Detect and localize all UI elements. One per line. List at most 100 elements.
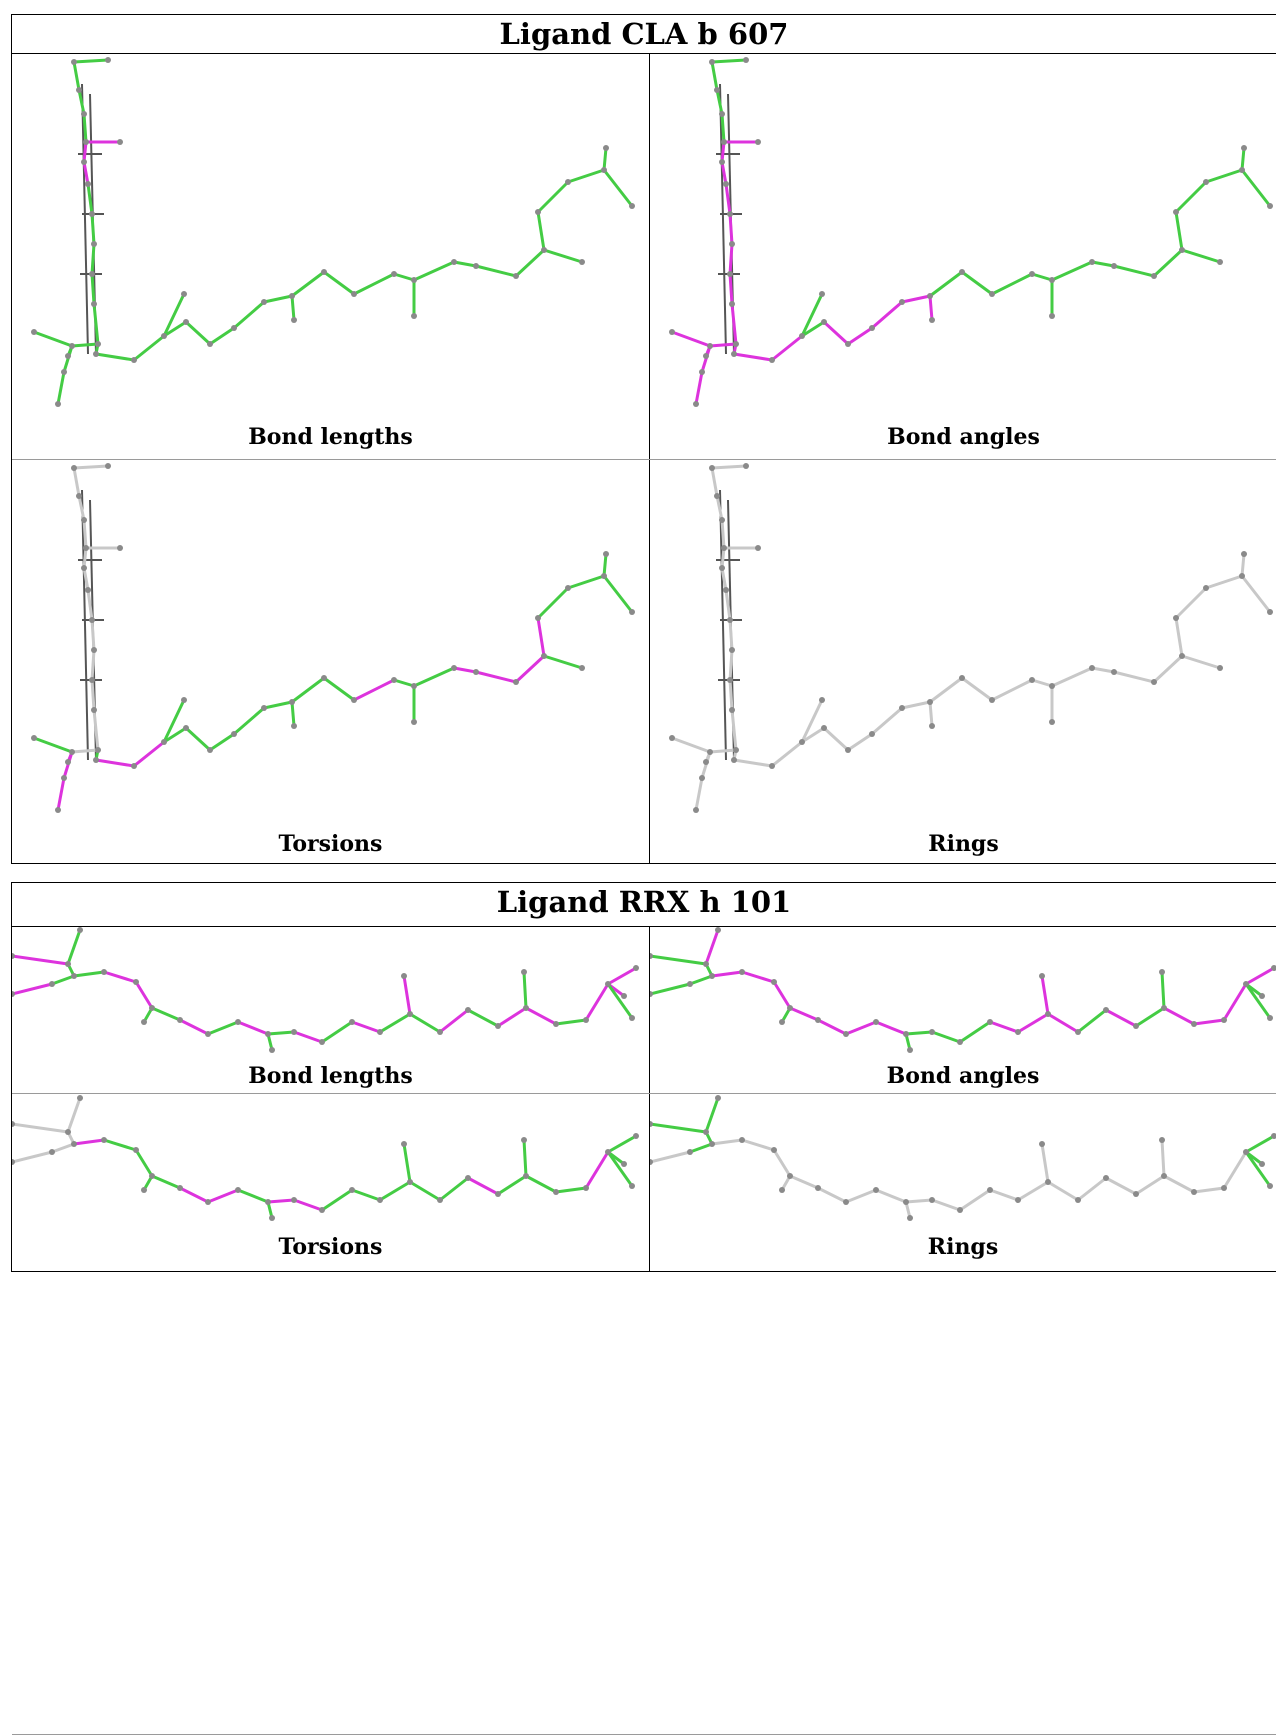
atom (183, 725, 189, 731)
atom (1075, 1029, 1081, 1035)
atom (473, 669, 479, 675)
bond (720, 140, 726, 164)
bond (1090, 260, 1116, 268)
atom (231, 325, 237, 331)
bond (704, 1096, 720, 1134)
atom (513, 273, 519, 279)
atom (869, 325, 875, 331)
atom (1179, 247, 1185, 253)
stack-bond (719, 489, 727, 761)
atom (65, 353, 71, 359)
bond (584, 1150, 610, 1190)
bond (162, 698, 186, 744)
atom (1049, 277, 1055, 283)
column-divider (649, 926, 650, 1271)
atom (1259, 993, 1265, 999)
atom (1161, 1005, 1167, 1011)
bond (412, 666, 456, 688)
bond (90, 678, 96, 712)
atom (669, 329, 675, 335)
bond (290, 676, 326, 704)
atom (71, 465, 77, 471)
atom (205, 1031, 211, 1037)
atom (1039, 1141, 1045, 1147)
bond (290, 270, 326, 298)
stack-bond (81, 489, 89, 761)
bond (72, 1138, 106, 1146)
atom (699, 369, 705, 375)
atom (755, 545, 761, 551)
bond (1104, 1176, 1138, 1196)
bond (536, 180, 570, 214)
bond (266, 1198, 296, 1204)
panel-caption: Bond angles (886, 1063, 1040, 1089)
atom (715, 927, 721, 933)
panel-caption: Bond angles (887, 424, 1040, 450)
atom (81, 159, 87, 165)
bond (960, 270, 994, 296)
atom (729, 301, 735, 307)
bond (720, 546, 726, 570)
atom (703, 759, 709, 765)
atom (769, 763, 775, 769)
atom (903, 1199, 909, 1205)
ligand-table-rrx: Ligand RRX h 101 (11, 882, 1276, 1735)
bond (670, 736, 712, 754)
bond (816, 1018, 848, 1036)
atom (101, 1137, 107, 1143)
bond (1222, 1150, 1248, 1190)
bond (82, 566, 90, 592)
atom (1259, 1161, 1265, 1167)
atom (709, 1141, 715, 1147)
bond (1030, 678, 1054, 688)
stack-bond (81, 83, 89, 355)
atom (579, 665, 585, 671)
bond (86, 588, 94, 622)
bond (12, 1122, 70, 1134)
bond (728, 648, 734, 682)
atom (265, 1031, 271, 1037)
bond (90, 618, 96, 652)
bond (1076, 1008, 1108, 1034)
atom (401, 1141, 407, 1147)
bond (178, 1186, 210, 1204)
bond (800, 320, 826, 338)
bond (72, 970, 106, 978)
bond (162, 292, 186, 338)
bond (602, 168, 634, 208)
bond (1244, 982, 1272, 1020)
atom (411, 313, 417, 319)
bond (82, 160, 90, 186)
row-divider (12, 1093, 1276, 1094)
bond (602, 552, 608, 578)
atom (473, 263, 479, 269)
atom (650, 1121, 653, 1127)
bond (1174, 180, 1208, 214)
bond (134, 980, 154, 1010)
atom (535, 615, 541, 621)
bond (650, 982, 692, 996)
atom (76, 87, 82, 93)
bond (50, 974, 76, 986)
bond (688, 974, 714, 986)
atom (495, 1191, 501, 1197)
atom (687, 981, 693, 987)
atom (55, 401, 61, 407)
atom (721, 545, 727, 551)
bond (1046, 1180, 1080, 1202)
atom (629, 1183, 635, 1189)
bond (732, 758, 774, 768)
atom (929, 317, 935, 323)
bond (1040, 974, 1050, 1016)
ligand-structure-image (669, 463, 1273, 813)
row-divider (12, 459, 1276, 460)
bond (452, 666, 478, 674)
atom (727, 271, 733, 277)
bond (1076, 1176, 1108, 1202)
bond (1040, 1142, 1050, 1184)
atom (1241, 145, 1247, 151)
bond (32, 330, 74, 348)
bond (846, 326, 874, 346)
bond (720, 112, 726, 144)
atom (731, 351, 737, 357)
